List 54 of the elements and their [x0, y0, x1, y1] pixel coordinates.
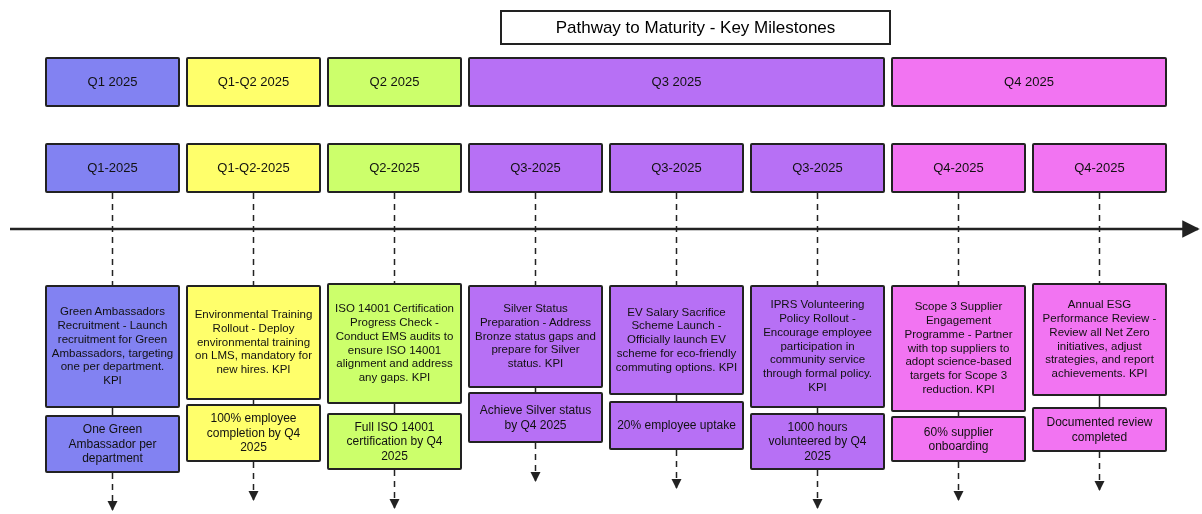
milestone-box: Q4-2025: [1032, 143, 1167, 193]
phase-band: Q4 2025: [891, 57, 1167, 107]
kpi-box: One Green Ambassador per department: [45, 415, 180, 473]
arrow: [671, 449, 682, 490]
arrow: [107, 472, 118, 512]
description-box: Annual ESG Performance Review - Review all Net Zero initiatives, adjust strategies, and report achievements. KPI: [1032, 283, 1167, 396]
connector-line: [675, 394, 678, 402]
description-box: Green Ambassadors Recruitment - Launch recruitment for Green Ambassadors, targeting one per department. KPI: [45, 285, 180, 408]
arrow: [953, 461, 964, 502]
arrow: [248, 461, 259, 502]
milestone-box: Q3-2025: [609, 143, 744, 193]
connector-line: [393, 403, 396, 414]
connector-line: [534, 192, 537, 286]
connector-line: [393, 192, 396, 284]
connector-line: [252, 399, 255, 405]
milestone-box: Q1-2025: [45, 143, 180, 193]
description-box: Scope 3 Supplier Engagement Programme - Partner with top suppliers to adopt science-based targets for Scope 3 reduction. KPI: [891, 285, 1026, 412]
connector-line: [252, 192, 255, 286]
kpi-box: Achieve Silver status by Q4 2025: [468, 392, 603, 443]
arrow: [812, 469, 823, 510]
connector-line: [957, 411, 960, 417]
connector-line: [534, 387, 537, 393]
phase-band: Q1 2025: [45, 57, 180, 107]
connector-line: [111, 407, 114, 416]
milestone-box: Q1-Q2-2025: [186, 143, 321, 193]
milestone-box: Q2-2025: [327, 143, 462, 193]
phase-band: Q2 2025: [327, 57, 462, 107]
kpi-box: Full ISO 14001 certification by Q4 2025: [327, 413, 462, 470]
description-box: Silver Status Preparation - Address Bronze status gaps and prepare for Silver status. KPI: [468, 285, 603, 388]
arrow: [530, 442, 541, 483]
milestone-box: Q3-2025: [468, 143, 603, 193]
milestone-box: Q4-2025: [891, 143, 1026, 193]
connector-line: [816, 192, 819, 286]
milestone-box: Q3-2025: [750, 143, 885, 193]
kpi-box: 1000 hours volunteered by Q4 2025: [750, 413, 885, 470]
description-box: ISO 14001 Certification Progress Check - Conduct EMS audits to ensure ISO 14001 alignment and address any gaps. KPI: [327, 283, 462, 404]
connector-line: [675, 192, 678, 286]
phase-band: Q3 2025: [468, 57, 885, 107]
kpi-box: 60% supplier onboarding: [891, 416, 1026, 462]
connector-line: [1098, 192, 1101, 284]
connector-line: [816, 407, 819, 414]
arrow: [389, 469, 400, 510]
connector-line: [1098, 395, 1101, 408]
description-box: IPRS Volunteering Policy Rollout - Encourage employee participation in community service through formal policy. KPI: [750, 285, 885, 408]
connector-line: [957, 192, 960, 286]
kpi-box: Documented review completed: [1032, 407, 1167, 452]
description-box: Environmental Training Rollout - Deploy environmental training on LMS, mandatory for new hires. KPI: [186, 285, 321, 400]
arrow: [1094, 451, 1105, 492]
description-box: EV Salary Sacrifice Scheme Launch - Officially launch EV scheme for eco-friendly commuting options. KPI: [609, 285, 744, 395]
phase-band: Q1-Q2 2025: [186, 57, 321, 107]
kpi-box: 20% employee uptake: [609, 401, 744, 450]
kpi-box: 100% employee completion by Q4 2025: [186, 404, 321, 462]
connector-line: [111, 192, 114, 286]
diagram-title: Pathway to Maturity - Key Milestones: [500, 10, 891, 45]
